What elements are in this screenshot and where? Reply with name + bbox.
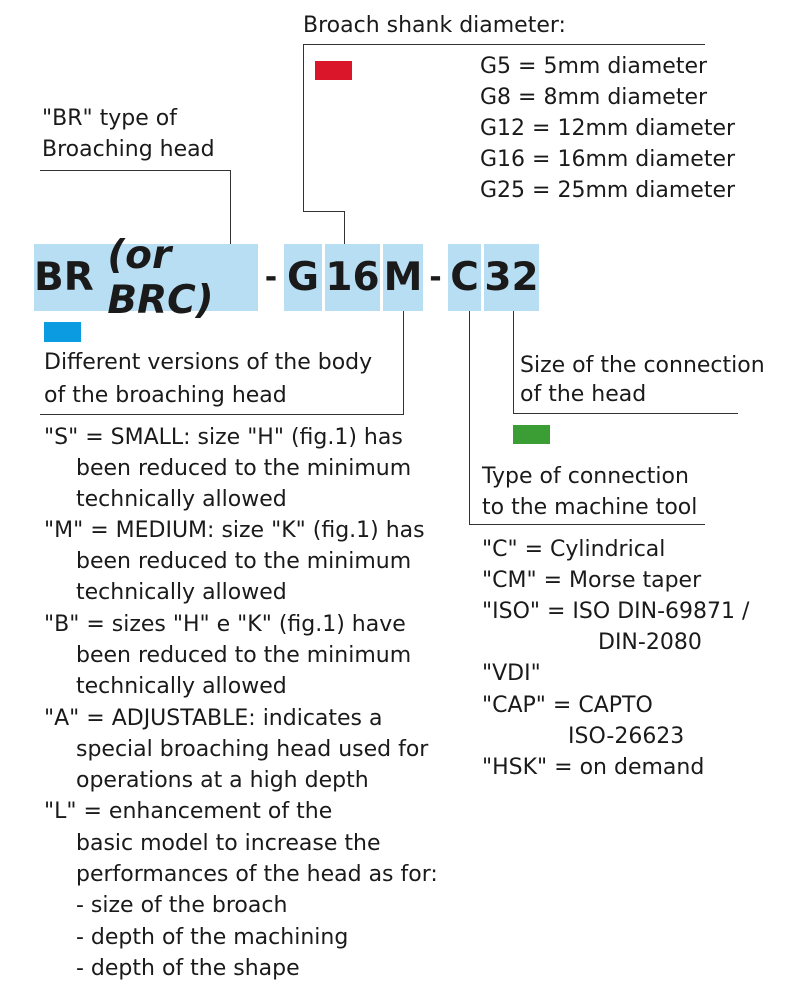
connection-size-line1: Size of the connection <box>520 353 765 378</box>
body-version-line: special broaching head used for <box>76 737 429 762</box>
body-version-line: been reduced to the minimum <box>76 643 412 668</box>
shank-item-g5: G5 = 5mm diameter <box>480 54 708 79</box>
body-version-line: "A" = ADJUSTABLE: indicates a <box>44 706 383 731</box>
shank-vertical-line <box>303 44 304 212</box>
connection-size-line2: of the head <box>520 382 647 407</box>
br-type-line <box>40 170 231 171</box>
shank-bracket-line <box>303 211 345 212</box>
body-version-line: been reduced to the minimum <box>76 456 412 481</box>
body-version-line: technically allowed <box>76 674 287 699</box>
code-dash-2: - <box>429 260 442 295</box>
shank-item-g16: G16 = 16mm diameter <box>480 147 736 172</box>
body-version-line: been reduced to the minimum <box>76 549 412 574</box>
code-16-box: 16 <box>325 244 380 311</box>
body-version-line: "B" = sizes "H" e "K" (fig.1) have <box>44 612 406 637</box>
connection-type-line <box>469 524 705 525</box>
body-version-line: - size of the broach <box>76 893 288 918</box>
connection-type-item: "VDI" <box>482 661 541 686</box>
connection-type-line2: to the machine tool <box>482 495 698 520</box>
code-g-box: G <box>284 244 322 311</box>
shank-bracket-right <box>344 211 345 244</box>
body-version-line: performances of the head as for: <box>76 862 438 887</box>
code-br-alt: (or BRC) <box>107 232 214 323</box>
connection-type-item: "CAP" = CAPTO <box>482 693 653 718</box>
connection-type-line1: Type of connection <box>482 464 689 489</box>
body-version-line: "S" = SMALL: size "H" (fig.1) has <box>44 425 403 450</box>
body-versions-vertical <box>403 311 404 415</box>
body-version-line: "L" = enhancement of the <box>44 799 333 824</box>
body-version-line: - depth of the machining <box>76 925 349 950</box>
shank-top-line <box>303 44 705 45</box>
code-32-box: 32 <box>484 244 539 311</box>
code-m-box: M <box>383 244 423 311</box>
connection-type-item: "C" = Cylindrical <box>482 537 666 562</box>
body-version-line: technically allowed <box>76 580 287 605</box>
shank-title: Broach shank diameter: <box>303 13 566 38</box>
shank-item-g12: G12 = 12mm diameter <box>480 116 736 141</box>
br-type-line1: "BR" type of <box>42 106 177 131</box>
code-c-box: C <box>448 244 481 311</box>
body-version-line: - depth of the shape <box>76 956 300 981</box>
blue-swatch <box>44 322 81 342</box>
br-type-vertical <box>230 170 231 244</box>
connection-size-line <box>513 413 738 414</box>
body-version-line: operations at a high depth <box>76 768 369 793</box>
body-version-line: technically allowed <box>76 487 287 512</box>
connection-type-item: "CM" = Morse taper <box>482 568 702 593</box>
code-dash-1: - <box>264 260 278 295</box>
code-br-box: BR (or BRC) <box>34 233 258 323</box>
body-versions-title-1: Different versions of the body <box>44 350 373 375</box>
green-swatch <box>513 425 550 444</box>
connection-size-vertical <box>513 311 514 414</box>
connection-type-item: "ISO" = ISO DIN-69871 / <box>482 599 750 624</box>
connection-type-item: "HSK" = on demand <box>482 755 705 780</box>
shank-item-g8: G8 = 8mm diameter <box>480 85 708 110</box>
red-swatch <box>315 61 352 80</box>
body-version-line: basic model to increase the <box>76 831 381 856</box>
connection-type-vertical <box>469 311 470 525</box>
body-version-line: "M" = MEDIUM: size "K" (fig.1) has <box>44 518 425 543</box>
connection-type-item: DIN-2080 <box>598 630 702 655</box>
code-br: BR <box>34 255 94 300</box>
connection-type-item: ISO-26623 <box>568 724 685 749</box>
body-versions-title-2: of the broaching head <box>44 383 287 408</box>
shank-item-g25: G25 = 25mm diameter <box>480 178 736 203</box>
body-versions-line <box>40 414 404 415</box>
br-type-line2: Broaching head <box>42 137 215 162</box>
